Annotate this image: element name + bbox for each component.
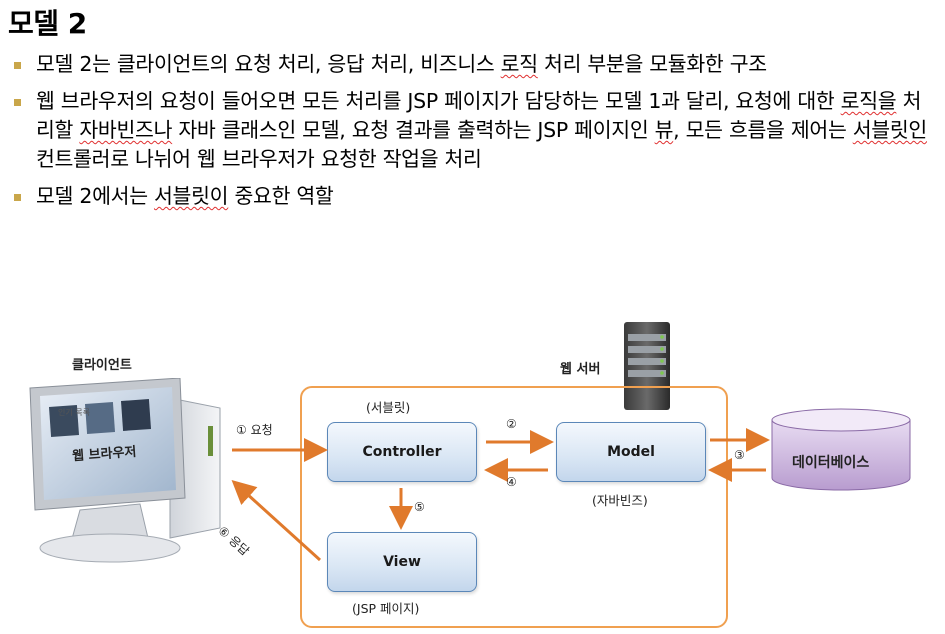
bullet-text: 서블릿인: [852, 118, 928, 142]
page-title: 모델 2: [8, 7, 87, 40]
bullet-text: 자바 클래스인 모델, 요청 결과를 출력하는 JSP 페이지인: [172, 118, 655, 142]
bullet-text: 로직: [500, 52, 538, 76]
flow-arrows: [231, 428, 770, 562]
bullet-text: 로직을: [840, 89, 897, 113]
web-server-label: 웹 서버: [560, 362, 601, 377]
screen-tab-label: 인기 목록: [58, 408, 90, 417]
step-1-label: ① 요청: [236, 423, 273, 437]
computer-icon: [29, 378, 221, 563]
response-arrow: [231, 479, 322, 562]
step-5-label: ⑤: [414, 500, 425, 514]
view-box: View: [327, 532, 477, 592]
bullet-text: 서블릿이: [153, 184, 229, 208]
web-server-frame: [300, 386, 728, 628]
database-icon: [771, 408, 911, 491]
bullet-list: 모델 2는 클라이언트의 요청 처리, 응답 처리, 비즈니스 로직 처리 부분…: [14, 50, 939, 219]
bullet-item: 모델 2는 클라이언트의 요청 처리, 응답 처리, 비즈니스 로직 처리 부분…: [14, 50, 939, 79]
bullet-text: , 모든 흐름을 제어는: [673, 118, 853, 142]
bullet-text: 자바빈즈나: [79, 118, 173, 142]
mvc-diagram: 클라이언트 인기 목록 웹 브라우저: [0, 320, 945, 634]
model-box: Model: [556, 422, 706, 482]
bullet-text: 중요한 역할: [228, 184, 334, 208]
servlet-label: (서블릿): [366, 400, 411, 415]
bullet-item: 웹 브라우저의 요청이 들어오면 모든 처리를 JSP 페이지가 담당하는 모델…: [14, 87, 939, 174]
bullet-text: 처리할: [36, 89, 922, 142]
bullet-text: 웹 브라우저의 요청이 들어오면 모든 처리를 JSP 페이지가 담당하는 모델…: [36, 89, 841, 113]
step-2-label: ②: [506, 417, 517, 431]
client-label: 클라이언트: [72, 358, 132, 373]
step-4-label: ④: [506, 475, 517, 489]
database-label: 데이터베이스: [792, 455, 870, 471]
bullet-text: 처리 부분을 모듈화한 구조: [537, 52, 767, 76]
jsp-label: (JSP 페이지): [352, 601, 420, 616]
javabeans-label: (자바빈즈): [592, 493, 648, 508]
bullet-text: 모델 2에서는: [36, 184, 154, 208]
bullet-text: 뷰: [654, 118, 674, 142]
step-3-label: ③: [734, 448, 745, 462]
bullet-text: 모델 2는 클라이언트의 요청 처리, 응답 처리, 비즈니스: [36, 52, 501, 76]
bullet-text: 컨트롤러로 나뉘어 웹 브라우저가 요청한 작업을 처리: [36, 147, 482, 171]
server-icon: [624, 322, 670, 410]
bullet-item: 모델 2에서는 서블릿이 중요한 역할: [14, 182, 939, 211]
controller-box: Controller: [327, 422, 477, 482]
